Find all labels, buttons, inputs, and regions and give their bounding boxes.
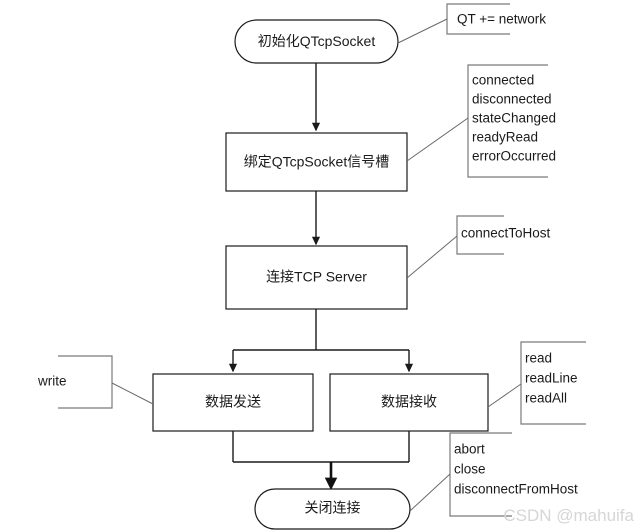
node-recv[interactable]: 数据接收 [329, 373, 489, 432]
note-connect-to-host: connectToHost [406, 215, 551, 279]
node-connect-label: 连接TCP Server [266, 269, 367, 285]
note-signals-line-1: disconnected [472, 92, 552, 107]
note-signals: connected disconnected stateChanged read… [406, 64, 556, 178]
note-read: read readLine readAll [487, 341, 586, 425]
note-signals-line-3: readyRead [472, 130, 538, 145]
edge-merge-to-close [232, 431, 410, 491]
note-write: write [37, 355, 154, 409]
note-read-line-1: readLine [525, 371, 578, 386]
node-close-label: 关闭连接 [305, 500, 361, 516]
note-write-line-0: write [37, 374, 67, 389]
note-signals-line-0: connected [472, 73, 534, 88]
node-connect[interactable]: 连接TCP Server [225, 245, 408, 310]
note-close-methods: abort close disconnectFromHost [409, 432, 578, 517]
edge-connect-to-fork [228, 309, 414, 373]
node-bind[interactable]: 绑定QTcpSocket信号槽 [225, 132, 408, 192]
note-signals-line-4: errorOccurred [472, 149, 556, 164]
note-qt-network: QT += network [397, 3, 546, 44]
note-close-methods-line-2: disconnectFromHost [454, 482, 578, 497]
node-close[interactable]: 关闭连接 [254, 488, 411, 530]
node-init-label: 初始化QTcpSocket [258, 33, 376, 49]
note-signals-line-2: stateChanged [472, 111, 556, 126]
note-read-line-2: readAll [525, 391, 567, 406]
node-send-label: 数据发送 [205, 394, 261, 410]
node-send[interactable]: 数据发送 [152, 373, 314, 432]
node-bind-label: 绑定QTcpSocket信号槽 [244, 154, 389, 170]
note-qt-network-line-0: QT += network [457, 12, 546, 27]
note-connect-to-host-line-0: connectToHost [461, 226, 551, 241]
node-recv-label: 数据接收 [381, 394, 437, 410]
node-init[interactable]: 初始化QTcpSocket [234, 19, 399, 64]
note-close-methods-line-1: close [454, 462, 486, 477]
note-read-line-0: read [525, 351, 552, 366]
note-close-methods-line-0: abort [454, 442, 485, 457]
watermark: CSDN @mahuifa [503, 506, 634, 525]
